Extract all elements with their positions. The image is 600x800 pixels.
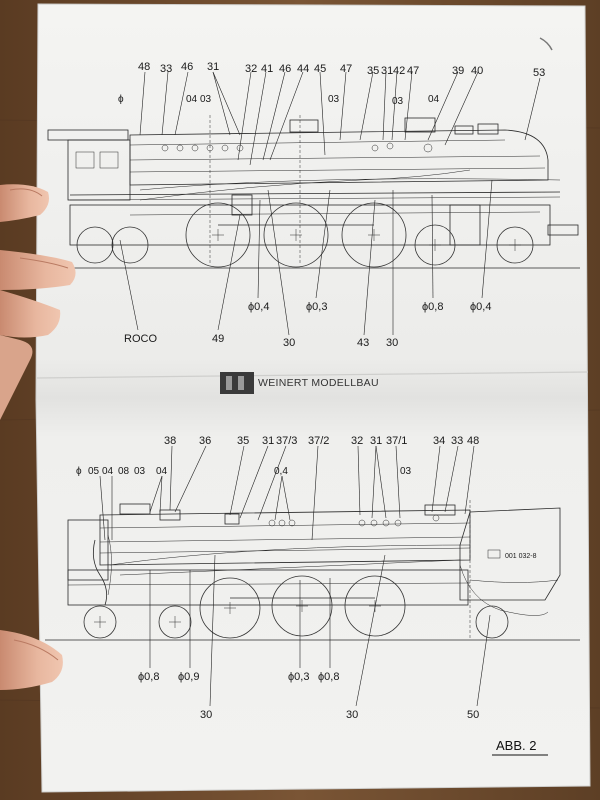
label: 31 [370,435,382,447]
label: 39 [452,65,464,77]
label: 37/1 [386,435,407,447]
label: 33 [451,435,463,447]
label: 46 [279,63,291,75]
label: ROCO [124,333,157,345]
label: 47 [407,65,419,77]
label: 04 [186,94,198,105]
clip-mark [539,37,553,51]
label: 33 [160,63,172,75]
bottom-locomotive-diagram: 001 032-8 [45,500,580,641]
label: ϕ0,8 [422,301,443,313]
label: 40 [471,65,483,77]
label: 36 [199,435,211,447]
label: 03 [134,466,146,477]
label: 50 [467,709,479,721]
label: ϕ0,8 [138,671,159,683]
label: 30 [283,337,295,349]
top-locomotive-diagram [47,115,580,269]
label: 44 [297,63,309,75]
label: ϕ0,4 [470,301,491,313]
label: 31 [262,435,274,447]
label: ϕ [118,94,124,105]
label: 35 [237,435,249,447]
label: 45 [314,63,326,75]
brand-logo [220,372,254,394]
label: 0,4 [274,466,288,477]
label: 04 [102,466,114,477]
label: ϕ0,9 [178,671,199,683]
label: 43 [357,337,369,349]
label: 04 [156,466,168,477]
label: ϕ0,3 [306,301,327,313]
label: 05 [88,466,100,477]
label: ϕ0,3 [288,671,309,683]
top-leader-lines [119,71,541,336]
label: 04 [428,94,440,105]
label: 46 [181,61,193,73]
label: 42 [393,65,405,77]
label: 31 [207,61,219,73]
label: 32 [245,63,257,75]
label: 30 [346,709,358,721]
label: 38 [164,435,176,447]
label: 03 [400,466,412,477]
brand-strip: WEINERT MODELLBAU [220,372,379,394]
label: 31 [381,65,393,77]
label: 48 [138,61,150,73]
label: 32 [351,435,363,447]
label: ϕ0,4 [248,301,269,313]
label: 30 [200,709,212,721]
label: 08 [118,466,130,477]
label: 03 [328,94,340,105]
bottom-labels: 38 36 35 31 37/3 37/2 32 31 37/1 34 33 4… [76,435,479,721]
label: 03 [392,96,404,107]
top-labels: 48 33 46 31 32 41 46 44 45 47 35 31 42 4… [118,61,545,349]
label: 37/3 [276,435,297,447]
tender-number: 001 032-8 [505,553,537,560]
label: 48 [467,435,479,447]
figure-label: ABB. 2 [496,738,536,753]
paper-sheet [35,3,591,793]
label: ϕ0,8 [318,671,339,683]
label: 47 [340,63,352,75]
bottom-leader-lines [99,445,491,707]
hand [0,184,76,690]
figure-label-group: ABB. 2 [492,738,548,756]
paper-fold [36,371,589,379]
label: 30 [386,337,398,349]
brand-name: WEINERT MODELLBAU [258,377,379,389]
label: 37/2 [308,435,329,447]
label: 41 [261,63,273,75]
label: 03 [200,94,212,105]
label: ϕ [76,466,82,477]
label: 35 [367,65,379,77]
label: 49 [212,333,224,345]
label: 53 [533,67,545,79]
label: 34 [433,435,445,447]
